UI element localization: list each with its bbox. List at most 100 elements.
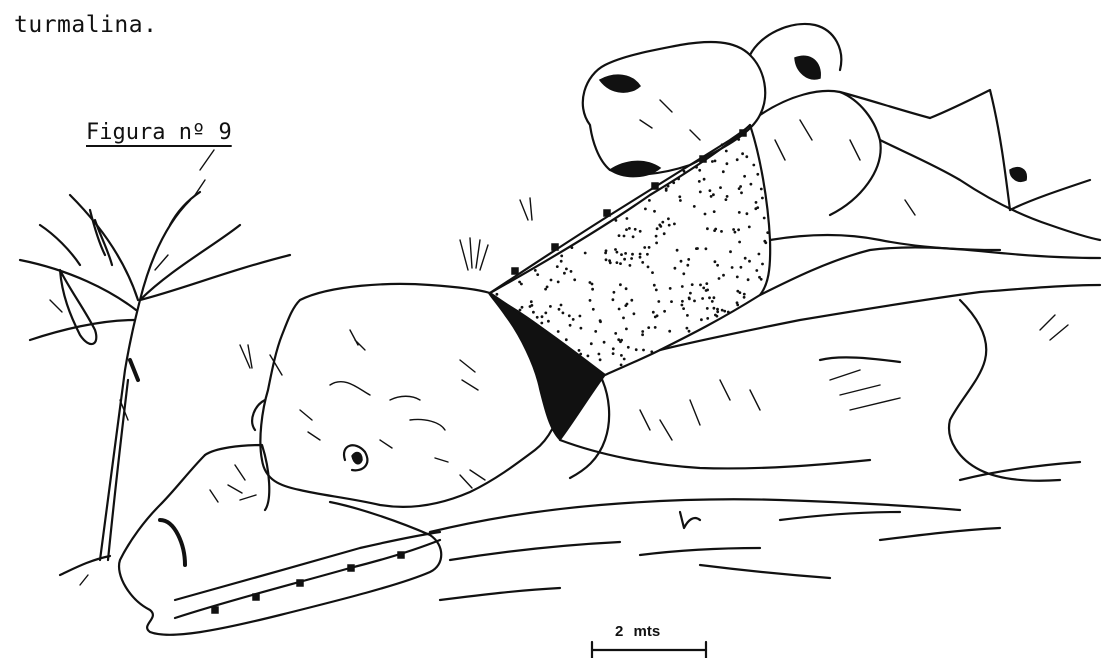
stipple-dot — [706, 227, 709, 230]
stipple-dot — [710, 195, 713, 198]
stipple-dot — [726, 162, 729, 165]
stipple-dot — [709, 189, 712, 192]
stipple-dot — [565, 268, 568, 271]
stipple-dot — [693, 205, 696, 208]
stipple-dot — [744, 257, 747, 260]
stipple-dot — [614, 248, 617, 251]
stipple-dot — [556, 265, 559, 268]
stipple-dot — [580, 327, 583, 330]
stipple-dot — [641, 261, 644, 264]
stipple-dot — [750, 183, 753, 186]
stipple-dot — [740, 191, 743, 194]
stipple-dot — [731, 266, 734, 269]
stipple-dot — [718, 277, 721, 280]
stipple-dot — [674, 267, 677, 270]
stipple-dot — [592, 308, 595, 311]
scale-bar — [592, 642, 706, 658]
stipple-dot — [541, 315, 544, 318]
stipple-dot — [560, 255, 563, 258]
stipple-dot — [536, 273, 539, 276]
stipple-dot — [557, 330, 560, 333]
stipple-dot — [693, 300, 696, 303]
stipple-dot — [688, 330, 691, 333]
stipple-dot — [668, 330, 671, 333]
stipple-dot — [667, 217, 670, 220]
stipple-dot — [688, 297, 691, 300]
stipple-dot — [549, 305, 552, 308]
stipple-dot — [713, 210, 716, 213]
stipple-dot — [726, 195, 729, 198]
stipple-dot — [571, 246, 574, 249]
stipple-dot — [713, 296, 716, 299]
stipple-dot — [648, 246, 651, 249]
stipple-dot — [737, 138, 740, 141]
stipple-dot — [663, 232, 666, 235]
stipple-dot — [703, 178, 706, 181]
stipple-dot — [622, 317, 625, 320]
stipple-dot — [530, 300, 533, 303]
stipple-dot — [612, 347, 615, 350]
stipple-dot — [699, 284, 702, 287]
stipple-dot — [704, 213, 707, 216]
stipple-dot — [589, 299, 592, 302]
stipple-dot — [613, 291, 616, 294]
stipple-dot — [626, 303, 629, 306]
stipple-dot — [746, 212, 749, 215]
stipple-dot — [676, 249, 679, 252]
stipple-dot — [519, 309, 522, 312]
stipple-dot — [546, 286, 549, 289]
stipple-dot — [686, 264, 689, 267]
stipple-dot — [625, 228, 628, 231]
stipple-dot — [612, 352, 615, 355]
stipple-dot — [656, 227, 659, 230]
stipple-dot — [721, 309, 724, 312]
stipple-dot — [647, 266, 650, 269]
stipple-dot — [628, 227, 631, 230]
stipple-dot — [734, 231, 737, 234]
stipple-dot — [631, 253, 634, 256]
stipple-dot — [657, 300, 660, 303]
stipple-dot — [738, 241, 741, 244]
stipple-dot — [720, 230, 723, 233]
stipple-dot — [702, 287, 705, 290]
stipple-dot — [653, 284, 656, 287]
stipple-dot — [699, 191, 702, 194]
stipple-dot — [653, 210, 656, 213]
stipple-dot — [755, 269, 758, 272]
stipple-dot — [536, 316, 539, 319]
stipple-dot — [655, 235, 658, 238]
ground-lines — [430, 462, 1080, 600]
stipple-dot — [518, 281, 521, 284]
stipple-dot — [714, 260, 717, 263]
stipple-dot — [700, 318, 703, 321]
stipple-dot — [618, 308, 621, 311]
stipple-dot — [521, 306, 524, 309]
stipple-dot — [725, 150, 728, 153]
stipple-dot — [620, 364, 623, 367]
stipple-dot — [573, 278, 576, 281]
stipple-dot — [681, 304, 684, 307]
stipple-dot — [679, 199, 682, 202]
stipple-dot — [627, 346, 630, 349]
stipple-dot — [716, 310, 719, 313]
stipple-dot — [560, 304, 563, 307]
stipple-dot — [616, 251, 619, 254]
stipple-dot — [722, 274, 725, 277]
stipple-dot — [578, 349, 581, 352]
stipple-dot — [736, 158, 739, 161]
stipple-dot — [656, 314, 659, 317]
stipple-dot — [673, 223, 676, 226]
stipple-dot — [630, 299, 633, 302]
stipple-dot — [648, 199, 651, 202]
stipple-dot — [630, 257, 633, 260]
stipple-dot — [620, 253, 623, 256]
stipple-dot — [572, 318, 575, 321]
stipple-dot — [722, 170, 725, 173]
stipple-dot — [658, 224, 661, 227]
stipple-dot — [579, 353, 582, 356]
stipple-dot — [632, 235, 635, 238]
stipple-dot — [764, 241, 767, 244]
stipple-dot — [633, 312, 636, 315]
stipple-dot — [603, 341, 606, 344]
